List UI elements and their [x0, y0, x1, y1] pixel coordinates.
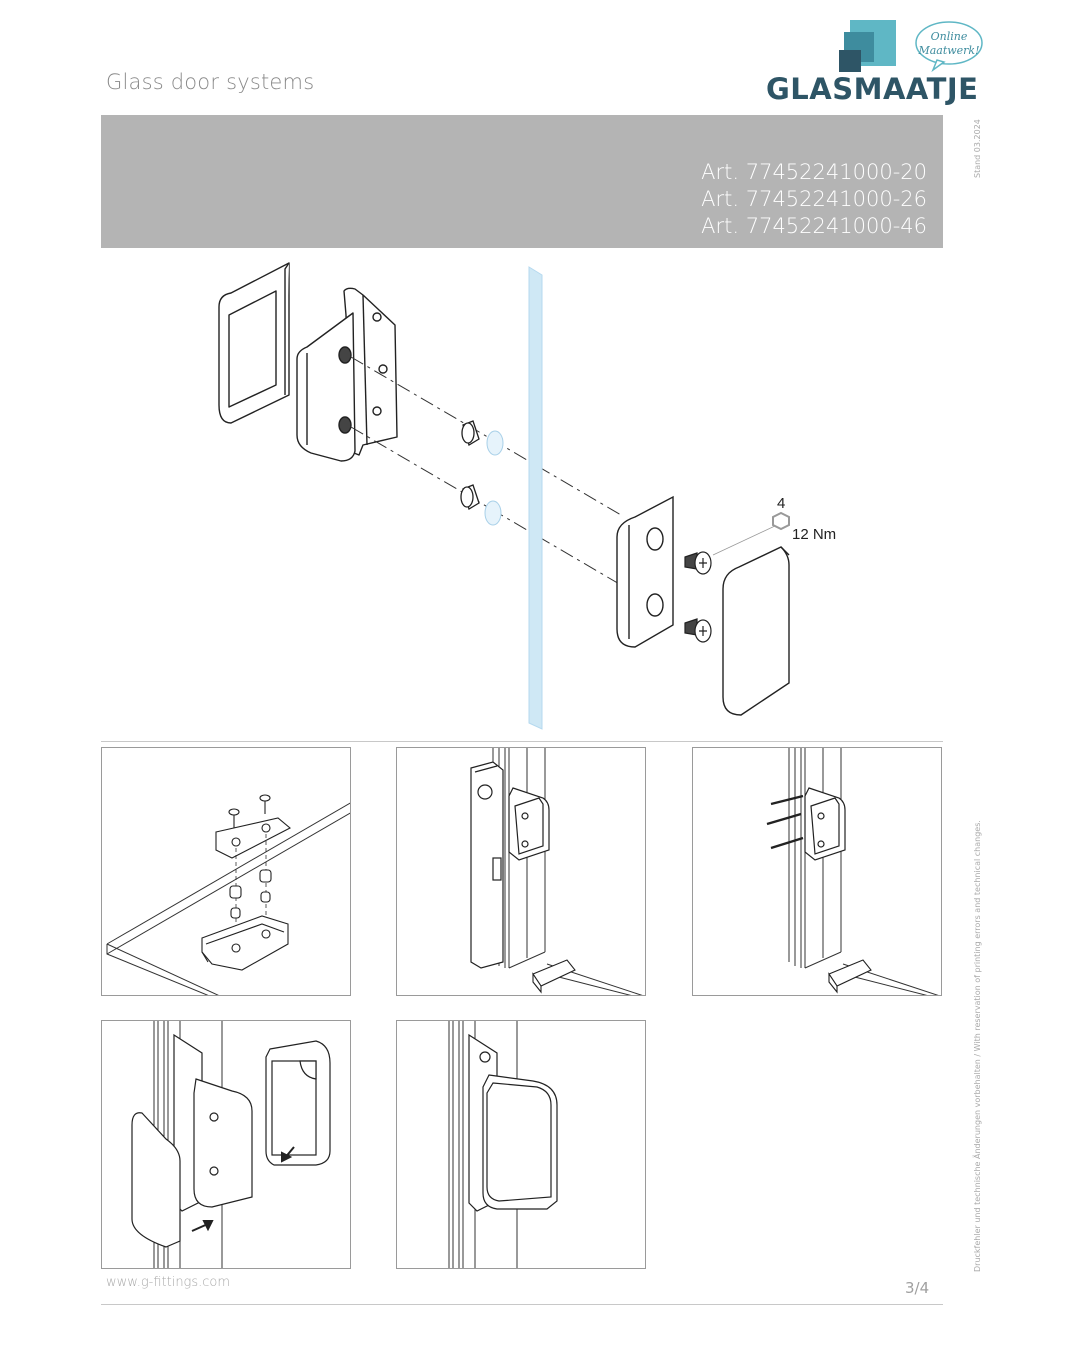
hinge-frame-side	[470, 761, 504, 969]
spacer-bushings	[460, 420, 480, 510]
floor-wedge	[828, 959, 872, 994]
article-number: Art. 77452241000-26	[701, 187, 927, 211]
article-band: Art. 77452241000-20 Art. 77452241000-26 …	[101, 115, 943, 248]
logo-badge-line2: Maatwerk!	[917, 44, 979, 57]
cover-frame	[265, 1040, 331, 1166]
spacer-bushings	[229, 869, 272, 919]
step-panel-4	[101, 1020, 351, 1269]
clamp-hinge	[804, 787, 846, 861]
revision-date: Stand 03.2024	[973, 119, 982, 178]
clamp-hinge	[508, 787, 550, 861]
document-title: Glass door systems	[106, 70, 315, 94]
lower-hinge-body	[201, 915, 289, 971]
countersunk-screw	[684, 551, 712, 643]
article-number: Art. 77452241000-46	[701, 214, 927, 238]
floor-wedge	[532, 959, 576, 994]
brand-logo: Online Maatwerk! GLASMAATJE	[766, 18, 986, 108]
logo-badge-line1: Online	[931, 30, 968, 43]
step-panel-2	[396, 747, 646, 996]
torque-value: 12 Nm	[792, 526, 836, 543]
exploded-assembly-drawing: 4 12 Nm	[218, 262, 836, 730]
disclaimer-text: Druckfehler und technische Änderungen vo…	[973, 820, 982, 1272]
cover-cap	[722, 546, 790, 716]
cover-cap	[131, 1112, 181, 1248]
footer-url[interactable]: www.g-fittings.com	[106, 1275, 231, 1290]
article-list: Art. 77452241000-20 Art. 77452241000-26 …	[701, 159, 927, 240]
wall-screws	[766, 794, 804, 850]
hinge-body	[173, 1033, 253, 1212]
footer-divider	[101, 1304, 943, 1305]
cover-frame	[218, 262, 290, 424]
clamp-plate	[616, 495, 674, 648]
panel-screw	[228, 794, 271, 828]
threaded-pin	[338, 346, 352, 434]
upper-clamp-plate	[215, 817, 291, 859]
step-panel-1	[101, 747, 351, 996]
hex-key-size: 4	[777, 495, 785, 512]
step-panel-3	[692, 747, 942, 996]
page-number: 3/4	[905, 1279, 930, 1297]
divider	[101, 741, 943, 742]
hex-key-icon	[772, 511, 790, 531]
glass-washers	[484, 430, 504, 526]
glass-pane	[528, 266, 543, 730]
arrow-icon	[191, 1146, 295, 1232]
step-panel-5	[396, 1020, 646, 1269]
glass-edge	[106, 802, 350, 945]
assembled-cover	[482, 1074, 558, 1210]
logo-wordmark: GLASMAATJE	[766, 72, 979, 106]
article-number: Art. 77452241000-20	[701, 160, 927, 184]
logo-squares-icon: Online Maatwerk!	[839, 20, 983, 73]
